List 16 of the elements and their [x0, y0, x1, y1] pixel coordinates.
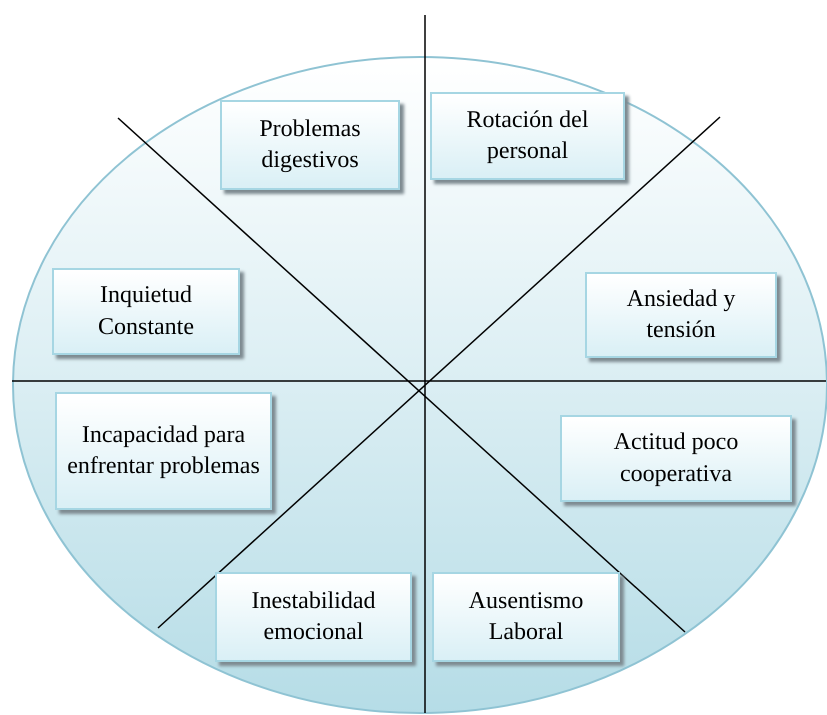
text-box	[585, 272, 777, 358]
text-box	[52, 268, 240, 355]
box-label: Rotación del personal	[466, 106, 590, 166]
box-label: Actitud poco cooperativa	[612, 428, 740, 488]
text-box	[215, 572, 412, 662]
text-box	[430, 92, 625, 180]
box-label: Incapacidad para enfrentar problemas	[66, 420, 261, 481]
box-label: Ausentismo Laboral	[468, 586, 584, 647]
box-label: Inquietud Constante	[97, 281, 195, 342]
box-label: Ansiedad y tensión	[626, 284, 736, 345]
text-box	[560, 415, 792, 502]
box-label: Problemas digestivos	[258, 114, 362, 175]
text-box	[432, 572, 620, 662]
text-box	[55, 392, 272, 510]
box-label: Inestabilidad emocional	[250, 586, 376, 647]
text-box	[220, 100, 400, 190]
